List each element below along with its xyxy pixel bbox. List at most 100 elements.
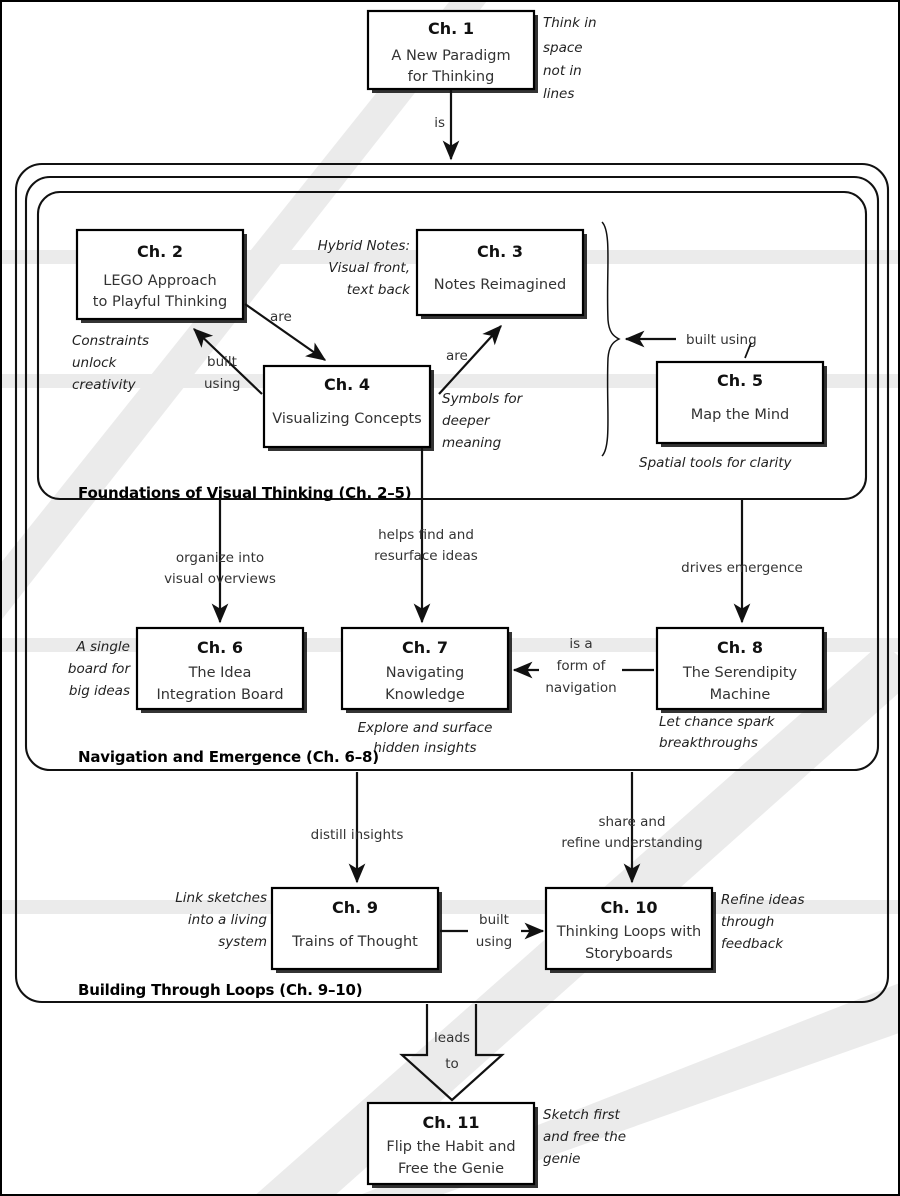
note-line: through xyxy=(721,914,774,930)
node-ch2-line1: LEGO Approach xyxy=(103,273,216,289)
section-containers xyxy=(14,162,890,1004)
node-ch2-box[interactable] xyxy=(75,228,245,321)
node-ch10-box[interactable] xyxy=(544,886,714,971)
section-label-building-loops: Building Through Loops (Ch. 9–10) xyxy=(78,981,362,999)
edge-label-hybrid-notes: Hybrid Notes: Visual front, text back xyxy=(318,238,412,298)
node-ch8[interactable]: Ch. 8 The Serendipity Machine xyxy=(655,626,827,713)
note-line: into a living xyxy=(188,912,268,928)
note-line: big ideas xyxy=(69,683,130,699)
edge-label-refine-understanding: refine understanding xyxy=(561,835,702,851)
node-ch10-line1: Thinking Loops with xyxy=(556,924,701,940)
node-ch7[interactable]: Ch. 7 Navigating Knowledge xyxy=(340,626,512,713)
node-ch4-box[interactable] xyxy=(262,364,432,449)
edge-label-is: is xyxy=(434,115,445,131)
note-line: A single xyxy=(76,639,131,655)
node-ch1-line1: A New Paradigm xyxy=(391,48,510,64)
node-ch8-line1: The Serendipity xyxy=(682,665,798,681)
note-line: not in xyxy=(543,63,582,79)
node-ch9-line1: Trains of Thought xyxy=(291,934,418,950)
container-building-loops xyxy=(14,162,890,1004)
note-line: Sketch first xyxy=(543,1107,621,1123)
edge-label-are-43: are xyxy=(446,348,468,364)
note-symbols-deeper: Symbols for deeper meaning xyxy=(442,391,524,451)
node-ch4-line1: Visualizing Concepts xyxy=(272,411,421,427)
note-line: feedback xyxy=(721,936,784,952)
node-ch9[interactable]: Ch. 9 Trains of Thought xyxy=(270,886,442,973)
section-label-foundations: Foundations of Visual Thinking (Ch. 2–5) xyxy=(78,484,411,502)
node-ch2-number: Ch. 2 xyxy=(137,242,183,261)
node-ch5-number: Ch. 5 xyxy=(717,371,763,390)
container-navigation-emergence xyxy=(24,175,880,772)
node-ch11-line2: Free the Genie xyxy=(398,1161,504,1177)
note-line: genie xyxy=(543,1151,581,1167)
node-ch9-box[interactable] xyxy=(270,886,440,971)
node-ch6-line1: The Idea xyxy=(188,665,252,681)
node-ch11-box[interactable] xyxy=(366,1101,536,1186)
note-line: board for xyxy=(68,661,132,677)
node-ch7-line2: Knowledge xyxy=(385,687,465,703)
note-line: Let chance spark xyxy=(659,714,776,730)
edge-label-using-910: using xyxy=(476,934,512,950)
node-ch10-number: Ch. 10 xyxy=(600,898,657,917)
node-ch11[interactable]: Ch. 11 Flip the Habit and Free the Genie xyxy=(366,1101,538,1188)
node-ch2[interactable]: Ch. 2 LEGO Approach to Playful Thinking xyxy=(75,228,247,323)
note-line: system xyxy=(218,934,267,950)
note-line: meaning xyxy=(442,435,502,451)
node-ch4[interactable]: Ch. 4 Visualizing Concepts xyxy=(262,364,434,451)
note-line: unlock xyxy=(72,355,118,371)
node-ch3-box[interactable] xyxy=(415,228,585,317)
note-line: Explore and surface xyxy=(358,720,493,736)
note-single-board: A single board for big ideas xyxy=(68,639,132,699)
group-brace xyxy=(601,221,621,457)
node-ch5-box[interactable] xyxy=(655,360,825,445)
edge-label-leads: leads xyxy=(434,1030,470,1046)
note-line: deeper xyxy=(442,413,491,429)
node-ch2-line2: to Playful Thinking xyxy=(93,294,227,310)
edge-label-built: built xyxy=(207,354,237,370)
node-ch1[interactable]: Ch. 1 A New Paradigm for Thinking xyxy=(366,9,538,93)
note-line: Link sketches xyxy=(175,890,267,906)
node-ch5[interactable]: Ch. 5 Map the Mind xyxy=(655,360,827,447)
note-spatial-tools: Spatial tools for clarity xyxy=(639,455,793,471)
node-ch10[interactable]: Ch. 10 Thinking Loops with Storyboards xyxy=(544,886,716,973)
note-line: Think in xyxy=(543,15,597,31)
edge-label-resurface-ideas: resurface ideas xyxy=(374,548,478,564)
note-line: breakthroughs xyxy=(659,735,758,751)
node-ch8-number: Ch. 8 xyxy=(717,638,763,657)
edge-label-built-using-5: built using xyxy=(686,332,757,348)
node-ch7-number: Ch. 7 xyxy=(402,638,448,657)
node-ch1-box[interactable] xyxy=(366,9,536,91)
edge-label-line: text back xyxy=(347,282,411,298)
node-ch8-box[interactable] xyxy=(655,626,825,711)
node-ch11-line1: Flip the Habit and xyxy=(386,1139,515,1155)
edge-label-drives-emergence: drives emergence xyxy=(681,560,803,576)
note-line: lines xyxy=(543,86,574,102)
node-ch6-box[interactable] xyxy=(135,626,305,711)
edge-ch4-to-ch3 xyxy=(438,325,502,395)
edge-label-navigation: navigation xyxy=(545,680,616,696)
edge-ch4-to-ch2 xyxy=(193,328,263,395)
edge-label-helps-find: helps find and xyxy=(378,527,474,543)
note-explore-surface: Explore and surface hidden insights xyxy=(358,720,493,756)
edge-leads-to-block-arrow: leads to xyxy=(399,1004,505,1102)
note-line: Refine ideas xyxy=(721,892,805,908)
node-ch6-line2: Integration Board xyxy=(156,687,283,703)
edge-label-organize-into: organize into xyxy=(176,550,264,566)
node-ch1-number: Ch. 1 xyxy=(428,19,474,38)
edge-ch2-to-ch4 xyxy=(244,303,327,361)
section-label-navigation: Navigation and Emergence (Ch. 6–8) xyxy=(78,748,379,766)
note-sketch-first: Sketch first and free the genie xyxy=(543,1107,626,1167)
note-line: Symbols for xyxy=(442,391,524,407)
edge-label-are-24: are xyxy=(270,309,292,325)
edge-label-using: using xyxy=(204,376,240,392)
node-ch7-box[interactable] xyxy=(340,626,510,711)
node-ch6-number: Ch. 6 xyxy=(197,638,243,657)
edge-label-built-910: built xyxy=(479,912,509,928)
edge-label-visual-overviews: visual overviews xyxy=(164,571,276,587)
node-ch3[interactable]: Ch. 3 Notes Reimagined xyxy=(415,228,587,319)
node-ch4-number: Ch. 4 xyxy=(324,375,370,394)
node-ch6[interactable]: Ch. 6 The Idea Integration Board xyxy=(135,626,307,713)
note-line: Constraints xyxy=(72,333,149,349)
